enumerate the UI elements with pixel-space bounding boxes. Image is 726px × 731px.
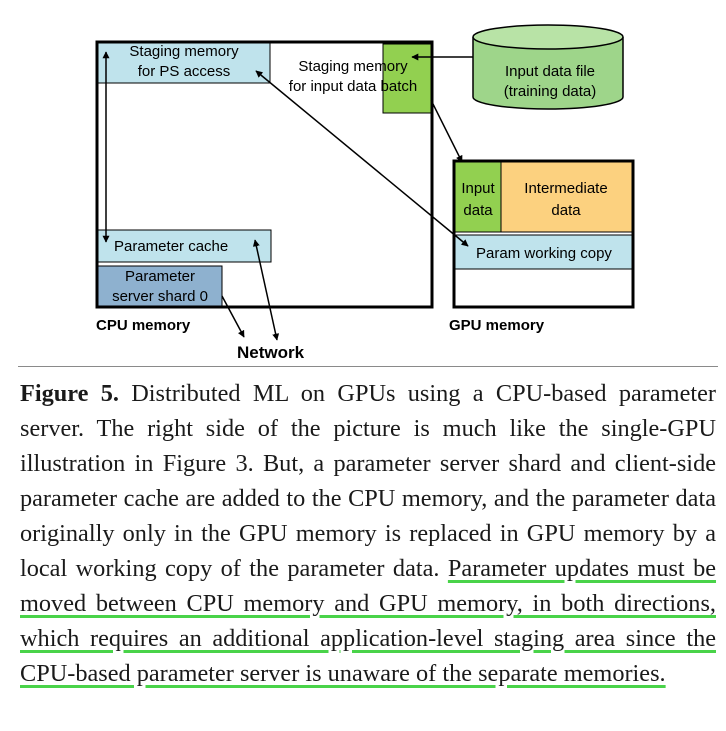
- intermediate-data-label-line1: Intermediate: [524, 180, 607, 197]
- intermediate-data-box: [500, 161, 633, 233]
- ps-shard-label-line2: server shard 0: [112, 288, 208, 305]
- gpu-input-data-label-line1: Input: [461, 180, 495, 197]
- architecture-diagram: Staging memory for PS access Staging mem…: [0, 0, 726, 365]
- figure-caption: Figure 5. Distributed ML on GPUs using a…: [20, 376, 716, 691]
- input-data-file-cylinder: [472, 24, 624, 110]
- intermediate-data-label-line2: data: [551, 202, 581, 219]
- staging-input-label-line2: for input data batch: [289, 78, 417, 95]
- input-file-label-line1: Input data file: [505, 63, 595, 80]
- gpu-input-data-label-line2: data: [463, 202, 493, 219]
- arrow-cache-to-network: [252, 239, 280, 341]
- staging-ps-label-line2: for PS access: [138, 63, 231, 80]
- arrow-staging-to-gpu-input: [430, 99, 463, 163]
- parameter-cache-label: Parameter cache: [114, 238, 228, 255]
- param-working-copy-box: [454, 234, 633, 270]
- caption-highlighted-text: Parameter updates must be moved between …: [20, 555, 717, 687]
- ps-shard-label-line1: Parameter: [125, 268, 195, 285]
- arrow-shard-to-network: [221, 295, 245, 338]
- param-working-copy-label: Param working copy: [476, 245, 612, 262]
- gpu-memory-label: GPU memory: [449, 317, 545, 334]
- caption-divider: [18, 366, 718, 367]
- cpu-memory-label: CPU memory: [96, 317, 191, 334]
- network-label: Network: [237, 343, 305, 362]
- arrow-ps-staging-to-working-copy: [255, 70, 469, 247]
- gpu-input-data-box: [454, 161, 502, 233]
- staging-ps-label-line1: Staging memory: [129, 43, 239, 60]
- input-file-label-line2: (training data): [504, 83, 597, 100]
- figure-label: Figure 5.: [20, 380, 119, 407]
- staging-ps-box: [97, 42, 271, 84]
- ps-shard-box: [97, 265, 223, 307]
- staging-input-label-line1: Staging memory: [298, 58, 408, 75]
- caption-text: Distributed ML on GPUs using a CPU-based…: [20, 380, 716, 582]
